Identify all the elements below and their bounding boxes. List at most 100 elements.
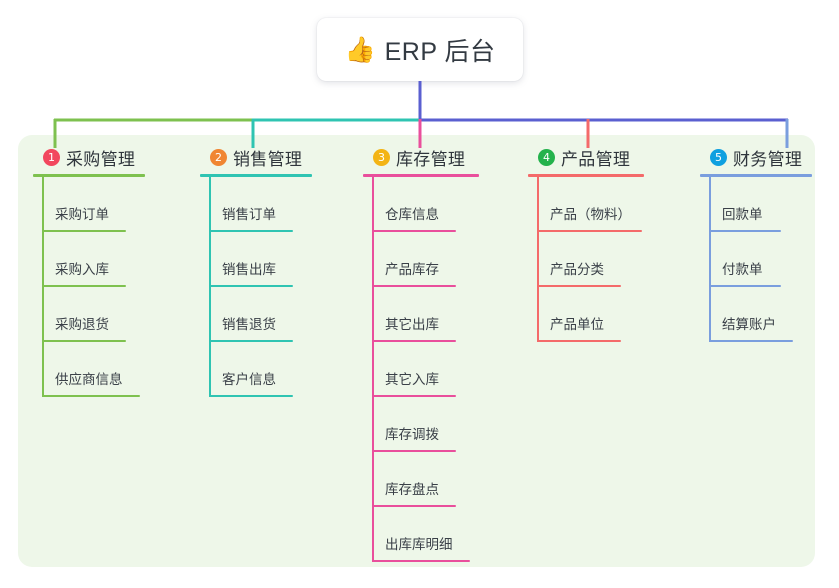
branch-column-4: 4 产品管理产品（物料） 产品分类产品单位 (528, 145, 708, 342)
root-title: ERP 后台 (384, 37, 496, 66)
branch-column-5: 5 财务管理回款单付款单结算账户 (700, 145, 839, 342)
branch-item-label: 仓库信息 (385, 207, 439, 222)
branch-item[interactable]: 产品（物料） (528, 177, 708, 232)
branch-title-1: 采购管理 (66, 149, 136, 169)
branch-item-rule (372, 340, 456, 342)
branch-item-rule (42, 285, 126, 287)
branch-item-label: 客户信息 (222, 372, 276, 387)
branch-header-3[interactable]: 3 库存管理 (363, 145, 543, 169)
branch-item-label: 结算账户 (722, 317, 776, 332)
branch-header-rule-2 (200, 174, 312, 177)
branch-item[interactable]: 产品分类 (528, 232, 708, 287)
branch-item-label: 产品分类 (550, 262, 604, 277)
branch-item-rule (372, 285, 456, 287)
branch-item-rule (537, 340, 621, 342)
branches-panel (18, 135, 815, 567)
branch-badge-5: 5 (710, 148, 727, 166)
branch-item-rule (372, 230, 456, 232)
branch-item[interactable]: 供应商信息 (33, 342, 203, 397)
branch-item-label: 销售退货 (222, 317, 276, 332)
branch-header-4[interactable]: 4 产品管理 (528, 145, 708, 169)
branch-item[interactable]: 销售出库 (200, 232, 370, 287)
branch-item[interactable]: 客户信息 (200, 342, 370, 397)
branch-item-rule (372, 395, 456, 397)
branch-item-rule (372, 505, 456, 507)
branch-header-rule-4 (528, 174, 644, 177)
branch-item-label: 采购入库 (55, 262, 109, 277)
branch-item[interactable]: 采购退货 (33, 287, 203, 342)
branch-item[interactable]: 销售退货 (200, 287, 370, 342)
branch-item-label: 产品单位 (550, 317, 604, 332)
branch-item-label: 其它出库 (385, 317, 439, 332)
branch-stem-3 (372, 177, 374, 562)
branch-column-2: 2 销售管理销售订单销售出库销售退货客户信息 (200, 145, 370, 397)
branch-column-1: 1 采购管理采购订单采购入库采购退货供应商信息 (33, 145, 203, 397)
branch-item-rule (209, 230, 293, 232)
branch-item[interactable]: 其它出库 (363, 287, 543, 342)
root-node[interactable]: 👍 ERP 后台 (317, 18, 523, 81)
branch-item[interactable]: 其它入库 (363, 342, 543, 397)
branch-item[interactable]: 产品库存 (363, 232, 543, 287)
branch-item-label: 供应商信息 (55, 372, 123, 387)
branch-item[interactable]: 仓库信息 (363, 177, 543, 232)
branch-stem-4 (537, 177, 539, 342)
branch-item-rule (537, 285, 621, 287)
branch-item-list-2: 销售订单销售出库销售退货客户信息 (200, 177, 370, 397)
branch-item[interactable]: 出库库明细 (363, 507, 543, 562)
branch-header-5[interactable]: 5 财务管理 (700, 145, 839, 169)
branch-item[interactable]: 结算账户 (700, 287, 839, 342)
branch-item-rule (709, 340, 793, 342)
branch-item-label: 产品（物料） (550, 207, 631, 222)
branch-item-rule (709, 285, 781, 287)
branch-item-label: 采购退货 (55, 317, 109, 332)
branch-item-rule (209, 285, 293, 287)
branch-item-label: 采购订单 (55, 207, 109, 222)
branch-item-rule (709, 230, 781, 232)
branch-item[interactable]: 付款单 (700, 232, 839, 287)
branch-item-label: 出库库明细 (385, 537, 453, 552)
branch-item-rule (42, 230, 126, 232)
branch-item-list-5: 回款单付款单结算账户 (700, 177, 839, 342)
branch-item[interactable]: 采购入库 (33, 232, 203, 287)
branch-item[interactable]: 产品单位 (528, 287, 708, 342)
branch-item-rule (372, 450, 456, 452)
branch-item[interactable]: 回款单 (700, 177, 839, 232)
branch-item[interactable]: 销售订单 (200, 177, 370, 232)
branch-item-rule (42, 340, 126, 342)
branch-title-5: 财务管理 (733, 149, 803, 169)
branch-item-label: 其它入库 (385, 372, 439, 387)
branch-item-list-3: 仓库信息产品库存其它出库其它入库库存调拨库存盘点出库库明细 (363, 177, 543, 562)
branch-title-3: 库存管理 (396, 149, 466, 169)
branch-stem-1 (42, 177, 44, 397)
branch-item-rule (209, 395, 293, 397)
branch-header-rule-3 (363, 174, 479, 177)
branch-item-label: 库存调拨 (385, 427, 439, 442)
branch-badge-4: 4 (538, 148, 555, 166)
branch-item-rule (537, 230, 642, 232)
branch-item[interactable]: 库存调拨 (363, 397, 543, 452)
branch-item-rule (372, 560, 470, 562)
branch-header-rule-1 (33, 174, 145, 177)
branch-badge-2: 2 (210, 148, 227, 166)
branch-item-label: 产品库存 (385, 262, 439, 277)
branch-header-2[interactable]: 2 销售管理 (200, 145, 370, 169)
thumbs-up-icon: 👍 (344, 36, 376, 64)
branch-item-list-4: 产品（物料） 产品分类产品单位 (528, 177, 708, 342)
branch-item-rule (209, 340, 293, 342)
branch-item[interactable]: 库存盘点 (363, 452, 543, 507)
branch-stem-5 (709, 177, 711, 342)
branch-header-1[interactable]: 1 采购管理 (33, 145, 203, 169)
branch-title-2: 销售管理 (233, 149, 303, 169)
branch-item-label: 回款单 (722, 207, 763, 222)
branch-item[interactable]: 采购订单 (33, 177, 203, 232)
branch-header-rule-5 (700, 174, 812, 177)
branch-item-rule (42, 395, 140, 397)
branch-item-label: 库存盘点 (385, 482, 439, 497)
branch-column-3: 3 库存管理仓库信息产品库存其它出库其它入库库存调拨库存盘点出库库明细 (363, 145, 543, 562)
branch-item-label: 付款单 (722, 262, 763, 277)
branch-badge-1: 1 (43, 148, 60, 166)
branch-title-4: 产品管理 (561, 149, 631, 169)
branch-item-list-1: 采购订单采购入库采购退货供应商信息 (33, 177, 203, 397)
branch-badge-3: 3 (373, 148, 390, 166)
